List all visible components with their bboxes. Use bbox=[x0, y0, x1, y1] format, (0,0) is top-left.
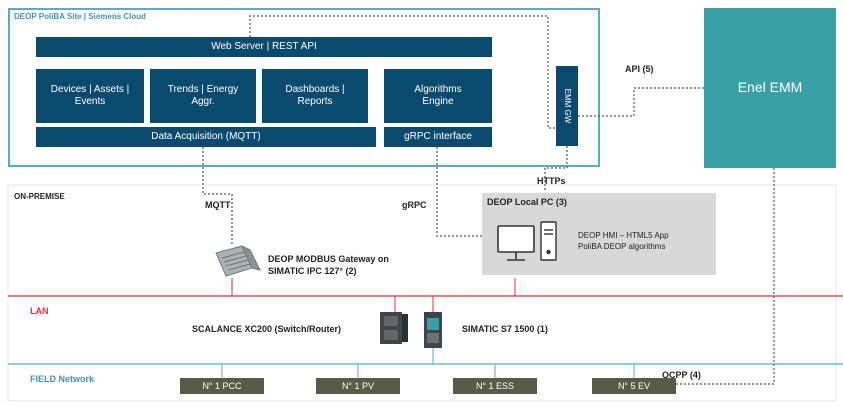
pc-tower-icon bbox=[540, 221, 557, 261]
local-pc-title: DEOP Local PC (3) bbox=[487, 197, 567, 207]
mqtt-label: MQTT bbox=[205, 200, 231, 210]
gateway-line2: SIMATIC IPC 127° (2) bbox=[268, 266, 357, 276]
scalance-label: SCALANCE XC200 (Switch/Router) bbox=[192, 324, 342, 334]
api-link bbox=[578, 87, 704, 117]
lan-label: LAN bbox=[30, 306, 49, 316]
api-label: API (5) bbox=[625, 64, 654, 74]
devices-box: Devices | Assets | Events bbox=[36, 69, 144, 123]
onprem-title: ON-PREMISE bbox=[14, 192, 65, 201]
field-device-ess: N° 1 ESS bbox=[453, 378, 537, 394]
switch-icon bbox=[380, 312, 408, 344]
field-network-label: FIELD Network bbox=[30, 374, 95, 384]
ocpp-link bbox=[663, 168, 775, 385]
emm-gw-box bbox=[556, 66, 578, 146]
mqtt-link bbox=[202, 147, 233, 246]
algorithms-box: Algorithms Engine bbox=[384, 69, 492, 123]
data-acquisition-bar: Data Acquisition (MQTT) bbox=[36, 127, 376, 147]
gateway-line1: DEOP MODBUS Gateway on bbox=[268, 254, 389, 264]
s7-label: SIMATIC S7 1500 (1) bbox=[462, 324, 548, 334]
https-label: HTTPs bbox=[537, 176, 566, 186]
onprem-frame bbox=[7, 184, 837, 402]
local-pc-line1: DEOP HMI – HTML5 App bbox=[578, 231, 669, 240]
monitor-icon bbox=[497, 225, 535, 261]
grpc-interface-bar: gRPC interface bbox=[384, 127, 492, 147]
webserver-bar: Web Server | REST API bbox=[36, 37, 492, 57]
cloud-title: DEOP PoliBA Site | Siemens Cloud bbox=[14, 12, 147, 21]
local-pc-line2: PoliBA DEOP algorithms bbox=[578, 242, 666, 251]
plc-icon bbox=[424, 312, 442, 348]
server-icon bbox=[215, 244, 261, 277]
field-device-pcc: N° 1 PCC bbox=[180, 378, 264, 394]
field-device-ev: N° 5 EV bbox=[592, 378, 676, 394]
https-link bbox=[544, 146, 568, 192]
grpc-label: gRPC bbox=[402, 200, 427, 210]
cloud-loop-link bbox=[249, 15, 556, 129]
ocpp-label: OCPP (4) bbox=[662, 370, 701, 380]
field-device-pv: N° 1 PV bbox=[316, 378, 400, 394]
trends-box: Trends | Energy Aggr. bbox=[150, 69, 256, 123]
grpc-link bbox=[436, 147, 495, 237]
cloud-container bbox=[8, 8, 600, 167]
enel-emm-box: Enel EMM bbox=[704, 8, 836, 168]
dashboards-box: Dashboards | Reports bbox=[262, 69, 368, 123]
